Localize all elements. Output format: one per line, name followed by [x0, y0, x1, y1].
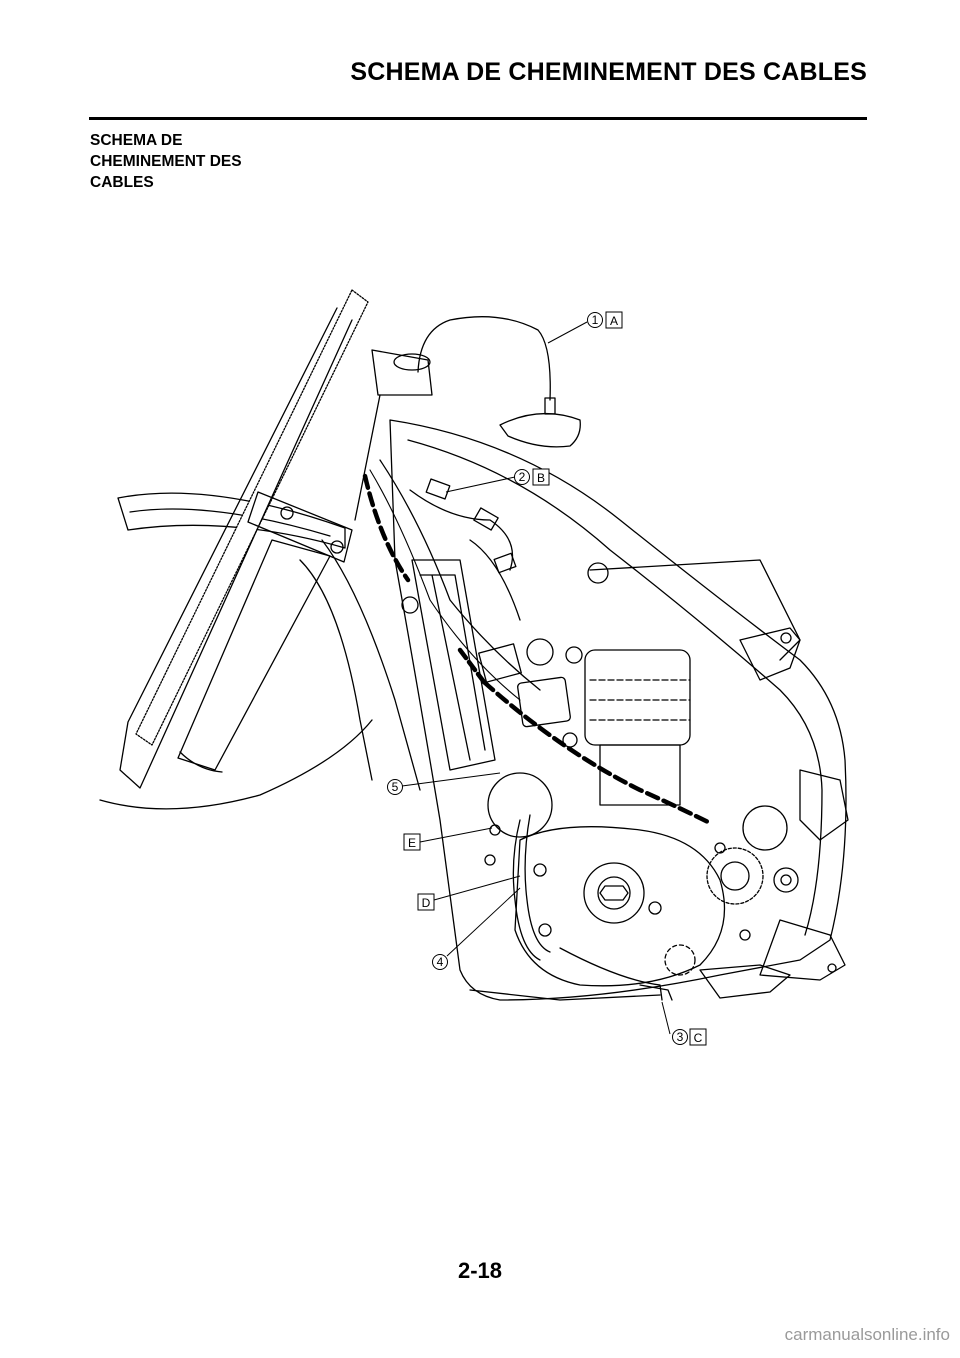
callout-d-letter: D — [422, 896, 431, 910]
section-title-line-3: CABLES — [90, 174, 154, 191]
callout-1-number: 1 — [592, 313, 599, 327]
callout-5-number: 5 — [392, 780, 399, 794]
steering-head — [371, 349, 433, 396]
section-title: SCHEMA DE CHEMINEMENT DES CABLES — [90, 130, 310, 193]
callout-3-letter: C — [694, 1031, 703, 1045]
callout-4: 4 — [432, 954, 448, 970]
engine-cylinder — [584, 649, 691, 746]
page-header-title: SCHEMA DE CHEMINEMENT DES CABLES — [350, 58, 867, 86]
callout-2-number: 2 — [519, 470, 526, 484]
lower-triple-clamp — [247, 491, 353, 563]
callout-3-number: 3 — [677, 1030, 684, 1044]
watermark: carmanualsonline.info — [784, 1325, 950, 1344]
callout-5: 5 — [387, 779, 403, 795]
callout-3-c: 3 C — [672, 1028, 707, 1046]
front-fender — [117, 492, 346, 549]
drive-sprocket — [706, 847, 764, 905]
main-cable-dashed — [362, 473, 411, 583]
sensor-cable — [417, 316, 551, 401]
front-fork — [135, 289, 369, 746]
callout-d: D — [417, 893, 435, 911]
cdi-unit — [517, 676, 571, 728]
callout-2-letter: B — [537, 471, 545, 485]
front-wheel-arc — [99, 719, 373, 810]
radiator — [411, 559, 496, 771]
callout-2-b: 2 B — [514, 468, 550, 486]
wire-harness — [369, 469, 521, 701]
frame-main — [389, 419, 847, 1001]
section-title-line-1: SCHEMA DE — [90, 132, 183, 149]
callout-e: E — [403, 833, 421, 851]
callout-4-number: 4 — [437, 955, 444, 969]
callout-1-a: 1 A — [587, 311, 623, 329]
callout-e-letter: E — [408, 836, 416, 850]
section-title-line-2: CHEMINEMENT DES — [90, 153, 242, 170]
swingarm-pivot — [799, 769, 849, 841]
page-number: 2-18 — [457, 1258, 503, 1283]
callout-1-letter: A — [610, 314, 618, 328]
skid-plate — [699, 964, 791, 999]
fork-lower-leg — [177, 539, 331, 771]
sensor-cap — [499, 412, 581, 448]
hose-lower — [512, 819, 541, 961]
engine-crankcase — [514, 826, 726, 987]
rear-subframe — [589, 559, 801, 661]
header-rule — [89, 117, 867, 120]
